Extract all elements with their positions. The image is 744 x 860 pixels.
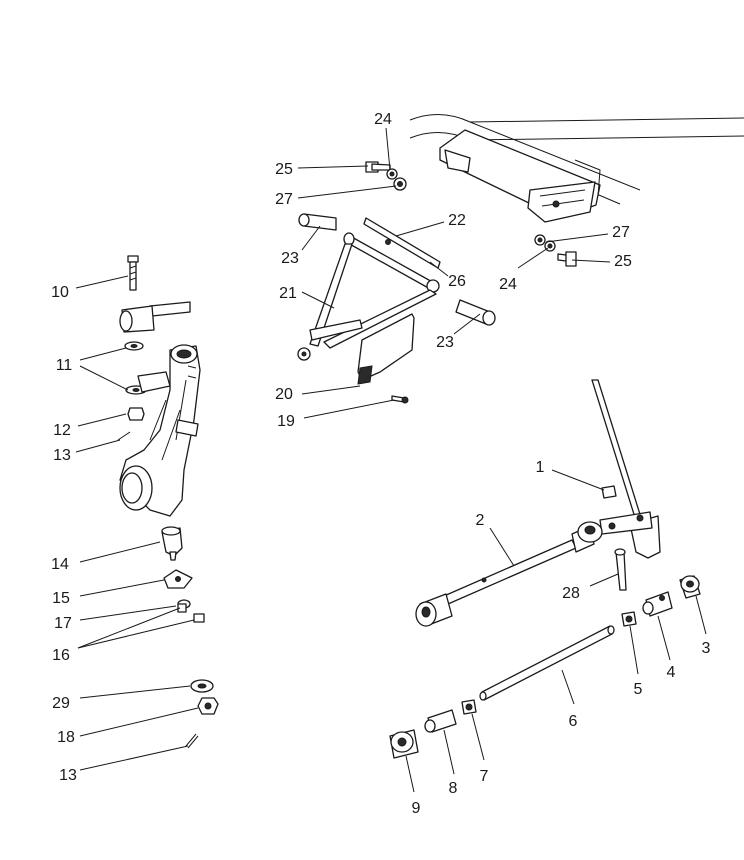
callout-label-9: 9 [412,800,421,817]
callout-label-29: 29 [52,695,70,712]
callout-label-14: 14 [51,556,69,573]
steering-group [389,379,701,759]
callout-labels: 2425272223262724252123201910111213121415… [51,111,710,817]
callout-label-17: 17 [54,615,72,632]
callout-label-27: 27 [275,191,293,208]
callout-label-13: 13 [59,767,77,784]
callout-label-21: 21 [279,285,297,302]
callout-label-19: 19 [277,413,295,430]
a-arm-group [297,161,577,404]
callout-label-18: 18 [57,729,75,746]
callout-label-6: 6 [569,713,578,730]
callout-label-24: 24 [499,276,517,293]
callout-label-23: 23 [436,334,454,351]
callout-label-27: 27 [612,224,630,241]
callout-label-22: 22 [448,212,466,229]
callout-label-11: 11 [56,357,73,374]
callout-label-7: 7 [480,768,489,785]
callout-label-12: 12 [53,422,71,439]
frame-section [409,114,744,223]
callout-label-24: 24 [374,111,392,128]
callout-label-16: 16 [52,647,70,664]
callout-label-15: 15 [52,590,70,607]
leader-lines [75,127,707,793]
callout-label-2: 2 [476,512,485,529]
callout-label-26: 26 [448,273,466,290]
callout-label-10: 10 [51,284,69,301]
callout-label-5: 5 [634,681,643,698]
callout-label-8: 8 [449,780,458,797]
callout-label-25: 25 [275,161,293,178]
callout-label-28: 28 [562,585,580,602]
callout-label-25: 25 [614,253,632,270]
callout-label-3: 3 [702,640,711,657]
callout-label-1: 1 [536,459,545,476]
callout-label-23: 23 [281,250,299,267]
callout-label-4: 4 [667,664,676,681]
callout-label-20: 20 [275,386,293,403]
knuckle-group [117,255,219,749]
callout-label-13: 13 [53,447,71,464]
